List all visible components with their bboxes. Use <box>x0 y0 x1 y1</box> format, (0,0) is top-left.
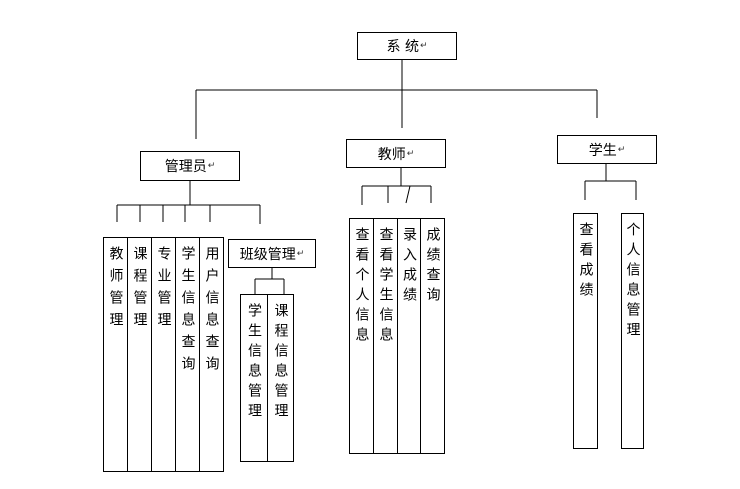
module-label: 教师管理 <box>107 246 124 334</box>
role-node-admin: 管理员↵ <box>140 151 240 181</box>
module-label: 专业管理 <box>155 246 172 334</box>
module-label: 课程管理 <box>131 246 148 334</box>
module-label: 查看成绩 <box>577 222 594 302</box>
module-label: 学生信息管理 <box>246 303 262 423</box>
module-view-student-info: 查看学生信息 <box>373 218 398 454</box>
module-enter-grades: 录入成绩 <box>397 218 421 454</box>
role-label-student: 学生 <box>588 142 617 159</box>
module-teacher-management: 教师管理 <box>103 237 128 472</box>
module-grade-query: 成绩查询 <box>420 218 445 454</box>
module-personal-info-management: 个人信息管理 <box>621 213 644 449</box>
module-label: 个人信息管理 <box>624 222 641 342</box>
paragraph-mark-icon: ↵ <box>296 248 305 259</box>
paragraph-mark-icon: ↵ <box>406 148 415 159</box>
paragraph-mark-icon: ↵ <box>617 144 626 155</box>
module-label: 学生信息查询 <box>179 246 196 378</box>
role-node-student: 学生↵ <box>557 135 657 164</box>
root-label: 系 统 <box>386 39 419 55</box>
module-major-management: 专业管理 <box>151 237 176 472</box>
role-label-admin: 管理员 <box>164 159 207 175</box>
module-label: 查看个人信息 <box>353 227 370 347</box>
module-course-info-management: 课程信息管理 <box>267 294 294 462</box>
module-view-grades: 查看成绩 <box>573 213 598 449</box>
module-label: 课程信息管理 <box>272 303 289 423</box>
module-course-management: 课程管理 <box>127 237 152 472</box>
module-label: 用户信息查询 <box>203 246 220 378</box>
root-node-system: 系 统↵ <box>357 32 457 60</box>
role-label-teacher: 教师 <box>377 146 406 163</box>
paragraph-mark-icon: ↵ <box>419 41 428 51</box>
paragraph-mark-icon: ↵ <box>207 161 216 171</box>
role-node-teacher: 教师↵ <box>346 139 446 168</box>
connector-line <box>405 185 411 204</box>
module-student-info-management: 学生信息管理 <box>240 294 268 462</box>
class-management-label: 班级管理 <box>239 246 296 263</box>
module-view-personal-info: 查看个人信息 <box>349 218 374 454</box>
module-label: 查看学生信息 <box>377 227 394 347</box>
module-class-management: 班级管理↵ <box>228 239 316 268</box>
module-label: 录入成绩 <box>401 227 417 307</box>
module-user-info-query: 用户信息查询 <box>199 237 224 472</box>
module-label: 成绩查询 <box>424 227 441 307</box>
module-student-info-query: 学生信息查询 <box>175 237 200 472</box>
